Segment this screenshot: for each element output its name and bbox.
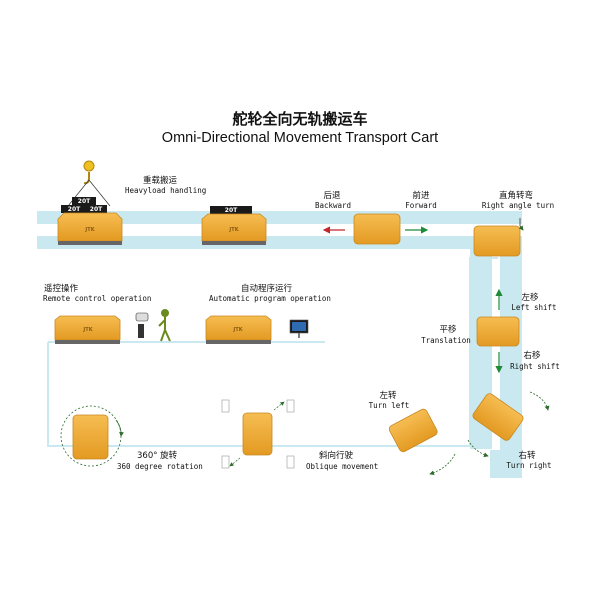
rotation-arrow xyxy=(115,419,124,437)
label-turn-right-en: Turn right xyxy=(506,461,551,470)
cart-top-view-rotation xyxy=(72,414,109,460)
right-angle-arrow xyxy=(518,218,524,231)
label-rotation-en: 360 degree rotation xyxy=(117,462,203,471)
track-outline xyxy=(47,257,498,447)
oblique-arrow-2 xyxy=(229,457,241,467)
label-heavyload-zh: 重载搬运 xyxy=(143,175,178,186)
label-rotation-zh: 360° 旋转 xyxy=(137,450,178,461)
remote-cart: JTK xyxy=(54,315,121,344)
track-top-lower xyxy=(37,236,522,249)
label-turn-left-zh: 左转 xyxy=(379,390,397,401)
label-backward-en: Backward xyxy=(315,201,351,210)
label-turn-left-en: Turn left xyxy=(369,401,410,410)
heavy-cart-2: 20T JTK xyxy=(201,206,267,245)
label-left-shift-zh: 左移 xyxy=(521,292,539,303)
label-forward-zh: 前进 xyxy=(412,190,430,201)
track-top-upper xyxy=(37,211,522,224)
label-auto-en: Automatic program operation xyxy=(209,294,331,303)
label-heavyload-en: Heavyload handling xyxy=(125,186,206,195)
cart-top-view-forward xyxy=(353,213,401,245)
title-english: Omni-Directional Movement Transport Cart xyxy=(162,130,438,146)
oblique-markers xyxy=(221,399,295,469)
track-right-outer xyxy=(500,236,522,478)
title-chinese: 舵轮全向无轨搬运车 xyxy=(232,110,367,128)
heavy-cart-1: 20T 20T 20T JTK xyxy=(57,197,123,245)
crane-hook-icon xyxy=(67,160,111,207)
remote-controller-icon xyxy=(135,312,149,338)
label-oblique-en: Oblique movement xyxy=(306,462,378,471)
load-tag: 20T xyxy=(90,206,103,213)
computer-monitor-icon xyxy=(289,319,309,338)
cart-logo: JTK xyxy=(82,327,93,333)
label-right-shift-en: Right shift xyxy=(510,362,560,371)
label-turn-right-zh: 右转 xyxy=(518,450,536,461)
label-remote-zh: 遥控操作 xyxy=(44,283,79,294)
load-tag: 20T xyxy=(78,198,91,205)
label-oblique-zh: 斜向行驶 xyxy=(319,450,354,461)
cart-top-view-turn-left xyxy=(388,408,438,453)
label-right-angle-zh: 直角转弯 xyxy=(499,190,533,201)
label-right-shift-zh: 右移 xyxy=(523,350,541,361)
label-right-angle-en: Right angle turn xyxy=(482,201,554,210)
label-translation-en: Translation xyxy=(421,336,471,345)
label-left-shift-en: Left shift xyxy=(511,303,556,312)
label-remote-en: Remote control operation xyxy=(43,294,151,303)
cart-logo: JTK xyxy=(232,327,243,333)
cart-top-view-right-angle xyxy=(473,225,521,257)
cart-top-view-translation xyxy=(476,316,520,347)
track-bottom-strip xyxy=(490,450,522,478)
cart-logo: JTK xyxy=(84,227,95,233)
label-backward-zh: 后退 xyxy=(323,190,341,201)
oblique-arrow-1 xyxy=(273,401,285,411)
load-tag: 20T xyxy=(225,207,238,214)
label-forward-en: Forward xyxy=(405,201,437,210)
cart-logo: JTK xyxy=(228,227,239,233)
label-translation-zh: 平移 xyxy=(439,324,457,335)
load-tag: 20T xyxy=(68,206,81,213)
cart-top-view-turn-right xyxy=(472,393,524,441)
turn-left-arrow xyxy=(429,453,456,476)
operator-figure-icon xyxy=(158,309,171,342)
auto-cart: JTK xyxy=(205,315,272,344)
cart-top-view-oblique xyxy=(242,412,273,456)
label-auto-zh: 自动程序运行 xyxy=(241,283,293,294)
turn-right-arrow-top xyxy=(529,391,550,411)
